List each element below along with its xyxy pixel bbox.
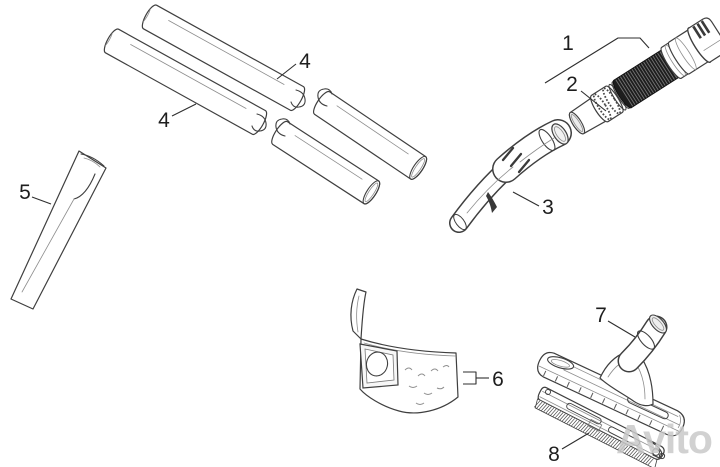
extension-tube-lower-segment-2 bbox=[271, 120, 381, 205]
filter-bag bbox=[350, 288, 459, 414]
leader-filter-bag bbox=[463, 371, 477, 385]
watermark-text: Avito bbox=[616, 416, 712, 462]
callout-1-suction-hose-assembly: 1 bbox=[562, 32, 574, 55]
callout-5-crevice-nozzle: 5 bbox=[19, 181, 31, 204]
leader-floor-nozzle bbox=[607, 320, 636, 338]
bristle-hatch bbox=[533, 400, 654, 466]
brush-insert bbox=[533, 386, 665, 467]
callout-7-floor-nozzle: 7 bbox=[595, 304, 607, 327]
hose-knurled-ring bbox=[590, 85, 624, 123]
callout-6-filter-bag: 6 bbox=[492, 368, 504, 391]
bend-tip-mouth bbox=[453, 213, 467, 231]
bend-grip-slats bbox=[501, 146, 531, 174]
hose-cap-ribs bbox=[692, 20, 711, 39]
neck-mouth bbox=[649, 314, 667, 334]
leader-crevice-nozzle bbox=[31, 196, 52, 205]
bend-mouth bbox=[551, 123, 569, 145]
brush-slot bbox=[566, 402, 602, 425]
extension-tube-upper-segment-1 bbox=[141, 4, 306, 112]
callout-2-hose-connector-sleeve: 2 bbox=[566, 73, 578, 96]
nozzle-neck-tube bbox=[617, 314, 668, 373]
nozzle-front-ticks bbox=[543, 370, 665, 432]
crevice-nozzle bbox=[10, 150, 107, 310]
bag-top-flap bbox=[350, 288, 367, 340]
callout-layer: 1 2 3 4 4 5 6 7 8 bbox=[19, 32, 650, 466]
tube-snap-curl bbox=[251, 113, 267, 132]
leader-suction-hose-assembly bbox=[544, 37, 650, 84]
callout-4-extension-tube-upper: 4 bbox=[299, 50, 311, 73]
callout-4-extension-tube-lower: 4 bbox=[158, 109, 170, 132]
suction-hose-assembly bbox=[568, 17, 720, 135]
bag-collar-hole bbox=[365, 351, 389, 377]
tube-snap-curl bbox=[317, 88, 333, 107]
extension-tube-upper-segment-2 bbox=[312, 90, 428, 180]
bend-handle bbox=[449, 119, 572, 233]
callout-8-brush-insert: 8 bbox=[548, 443, 560, 466]
tube-snap-curl bbox=[290, 89, 306, 108]
brush-end-roller bbox=[545, 389, 666, 460]
floor-nozzle-body bbox=[537, 351, 685, 437]
bend-shade-patch bbox=[486, 192, 497, 213]
extension-tube-lower-segment-1 bbox=[103, 28, 268, 136]
brush-slot bbox=[608, 426, 640, 447]
leader-bend-handle bbox=[512, 191, 540, 207]
leader-extension-tube-lower bbox=[171, 103, 197, 117]
tube-snap-curl bbox=[275, 118, 291, 137]
brush-clip bbox=[587, 418, 603, 432]
leader-brush-insert bbox=[561, 432, 590, 450]
leader-hose-connector-sleeve bbox=[580, 90, 607, 112]
leader-extension-tube-upper bbox=[276, 63, 297, 80]
callout-3-bend-handle: 3 bbox=[542, 196, 554, 219]
hose-end-cap bbox=[687, 17, 720, 63]
bag-crease-marks bbox=[404, 365, 450, 405]
